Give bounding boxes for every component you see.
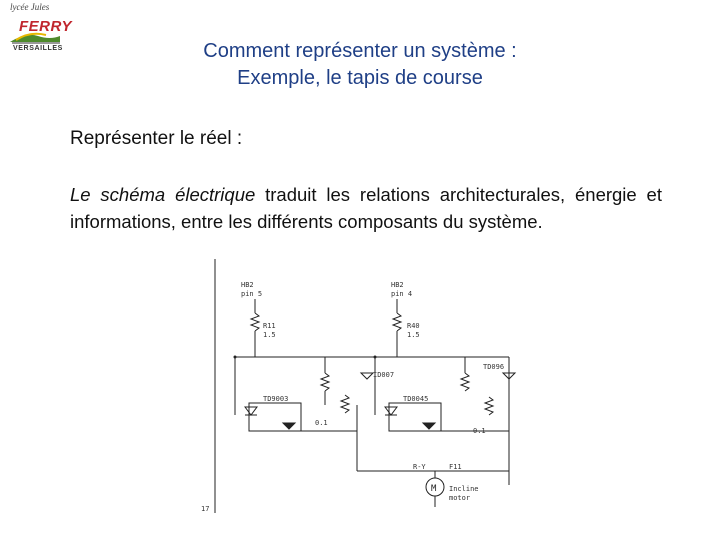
label-motor-b: motor <box>449 494 470 502</box>
label-diode-mid: ID007 <box>373 371 394 379</box>
paragraph-emphasis: Le schéma électrique <box>70 184 256 205</box>
motor-symbol: M <box>431 484 437 494</box>
logo-tagline: lycée Jules <box>10 2 50 12</box>
label-cap-right: 0.1 <box>473 427 486 435</box>
label-relay: R-Y <box>413 463 426 471</box>
logo-city: VERSAILLES <box>13 45 63 52</box>
paragraph-text: traduit les relations architecturales, é… <box>70 184 662 232</box>
schematic-drawing: M HB2 pin 5 R11 1.5 HB2 pin 4 R40 1.5 TD… <box>201 259 517 513</box>
label-res-right-b: 1.5 <box>407 331 420 339</box>
slide-title-line1: Comment représenter un système : <box>203 40 517 62</box>
label-res-right-a: R40 <box>407 322 420 330</box>
logo-brand: FERRY <box>19 18 73 35</box>
label-res-left-b: 1.5 <box>263 331 276 339</box>
page-number: 17 <box>201 505 209 513</box>
electrical-schematic: M HB2 pin 5 R11 1.5 HB2 pin 4 R40 1.5 TD… <box>197 255 527 517</box>
logo-graphic-icon <box>10 32 60 44</box>
body-paragraph: Le schéma électrique traduit les relatio… <box>70 181 662 235</box>
label-motor-a: Incline <box>449 485 479 493</box>
label-res-left-a: R11 <box>263 322 276 330</box>
label-top-left-b: pin 5 <box>241 290 262 298</box>
label-cap-left: 0.1 <box>315 419 328 427</box>
label-top-right-b: pin 4 <box>391 290 412 298</box>
school-logo: lycée Jules FERRY VERSAILLES <box>6 2 72 56</box>
label-opto-right: TD0045 <box>403 395 428 403</box>
slide-title-line2: Exemple, le tapis de course <box>237 67 483 89</box>
label-top-right-a: HB2 <box>391 281 404 289</box>
section-heading: Représenter le réel : <box>70 128 243 149</box>
label-fuse: F11 <box>449 463 462 471</box>
label-diode-right: TD096 <box>483 363 504 371</box>
label-top-left-a: HB2 <box>241 281 254 289</box>
label-opto-left: TD9003 <box>263 395 288 403</box>
